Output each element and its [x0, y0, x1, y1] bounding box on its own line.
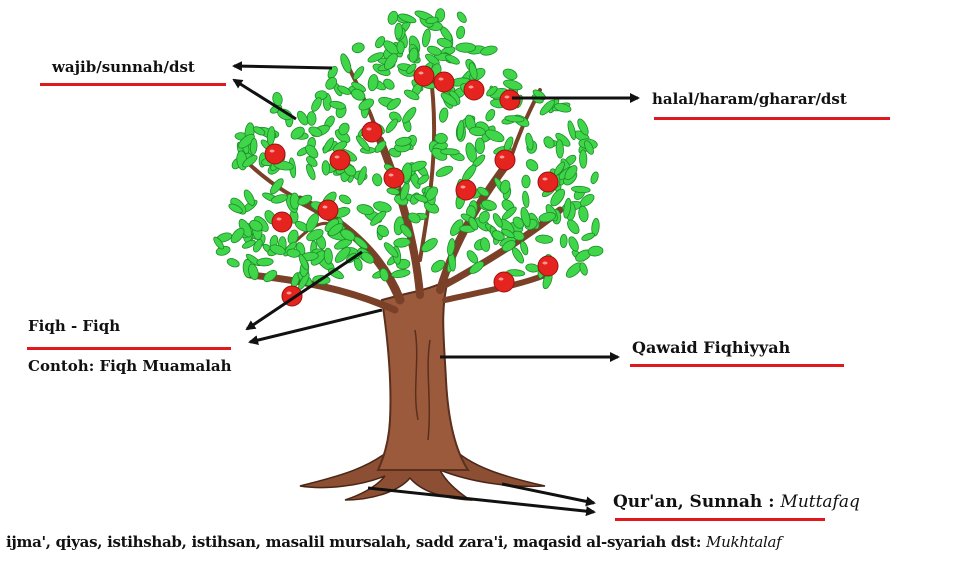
leaf	[571, 186, 590, 194]
arrow-root-to-label-1	[368, 488, 594, 512]
leaf	[566, 120, 577, 140]
leaf	[421, 28, 431, 47]
apple-highlight	[367, 128, 372, 131]
leaf	[522, 191, 530, 208]
leaf	[484, 108, 497, 123]
underline-leaves	[40, 83, 226, 86]
leaf	[578, 205, 590, 222]
leaf	[501, 67, 518, 82]
leaf	[560, 234, 567, 247]
leaf	[395, 23, 403, 39]
apple-highlight	[439, 78, 444, 81]
apple-highlight	[335, 156, 340, 159]
leaf	[371, 173, 383, 187]
leaf	[456, 43, 476, 52]
roots-secondary-separator: :	[696, 533, 706, 551]
leaf	[581, 232, 596, 242]
apple-fruit	[318, 200, 338, 220]
apple-highlight	[277, 218, 282, 221]
leaf	[578, 262, 588, 276]
leaf	[339, 53, 353, 75]
leaf	[268, 177, 285, 196]
apple-fruit	[272, 212, 292, 232]
leaf	[567, 235, 581, 252]
apple-fruit	[434, 72, 454, 92]
arrow-leaves-to-label-2	[234, 80, 296, 119]
apple-highlight	[270, 150, 275, 153]
leaf	[444, 53, 461, 66]
underline-trunk	[630, 364, 844, 367]
apple-highlight	[543, 178, 548, 181]
roots-secondary-status: Mukhtalaf	[706, 533, 781, 551]
leaf	[535, 235, 553, 244]
apple-fruit	[330, 150, 350, 170]
apple-highlight	[389, 174, 394, 177]
leaf	[397, 41, 405, 54]
apple-fruit	[414, 66, 434, 86]
label-trunk: Qawaid Fiqhiyyah	[632, 340, 790, 356]
arrow-root-to-label-2	[502, 484, 594, 503]
leaf	[257, 258, 274, 267]
leaf	[440, 148, 459, 155]
leaf	[455, 10, 468, 24]
label-fruits: halal/haram/gharar/dst	[652, 92, 847, 107]
leaf	[542, 135, 557, 150]
roots-main-sources: Qur'an, Sunnah	[613, 492, 762, 512]
label-leaves: wajib/sunnah/dst	[52, 60, 195, 75]
leaf	[525, 263, 539, 273]
leaf	[226, 257, 240, 269]
leaf	[242, 188, 256, 207]
leaf	[588, 245, 604, 256]
leaf	[438, 107, 449, 123]
apple-fruit	[538, 256, 558, 276]
leaf	[307, 112, 316, 126]
leaf	[322, 161, 330, 176]
arrow-leaves-to-label-1	[234, 66, 332, 68]
leaf	[565, 218, 581, 236]
apple-highlight	[461, 186, 466, 189]
apple-highlight	[543, 262, 548, 265]
apple-highlight	[287, 292, 292, 295]
underline-branches	[27, 347, 231, 350]
apple-highlight	[323, 206, 328, 209]
apple-fruit	[362, 122, 382, 142]
apple-fruit	[494, 272, 514, 292]
apple-fruit	[456, 180, 476, 200]
apple-highlight	[499, 278, 504, 281]
apple-fruit	[384, 168, 404, 188]
underline-fruits	[654, 117, 890, 120]
label-roots-main: Qur'an, Sunnah : Muttafaq	[613, 494, 860, 511]
leaf	[435, 133, 448, 143]
label-roots-secondary: ijma', qiyas, istihshab, istihsan, masal…	[6, 535, 781, 550]
leaf	[455, 26, 465, 40]
apple-fruit	[538, 172, 558, 192]
leaf	[351, 42, 365, 54]
apple-highlight	[500, 156, 505, 159]
leaf	[524, 157, 540, 173]
leaf	[435, 164, 455, 179]
label-branches: Fiqh - Fiqh	[28, 319, 120, 334]
leaf	[589, 171, 599, 185]
leaf	[522, 175, 530, 188]
roots-main-status: Muttafaq	[780, 492, 859, 512]
apple-fruit	[495, 150, 515, 170]
apple-fruit	[500, 90, 520, 110]
underline-roots-main	[615, 518, 825, 521]
label-branches-example: Contoh: Fiqh Muamalah	[28, 359, 232, 374]
leaf	[391, 268, 411, 278]
roots-main-separator: :	[762, 492, 780, 512]
roots-secondary-sources: ijma', qiyas, istihshab, istihsan, masal…	[6, 533, 696, 551]
apple-fruit	[464, 80, 484, 100]
leaf	[338, 193, 353, 205]
leaf	[524, 133, 534, 151]
apple-highlight	[419, 72, 424, 75]
apple-highlight	[469, 86, 474, 89]
apple-highlight	[505, 96, 510, 99]
leaf	[329, 100, 346, 110]
leaf	[579, 150, 587, 169]
apple-fruit	[265, 144, 285, 164]
